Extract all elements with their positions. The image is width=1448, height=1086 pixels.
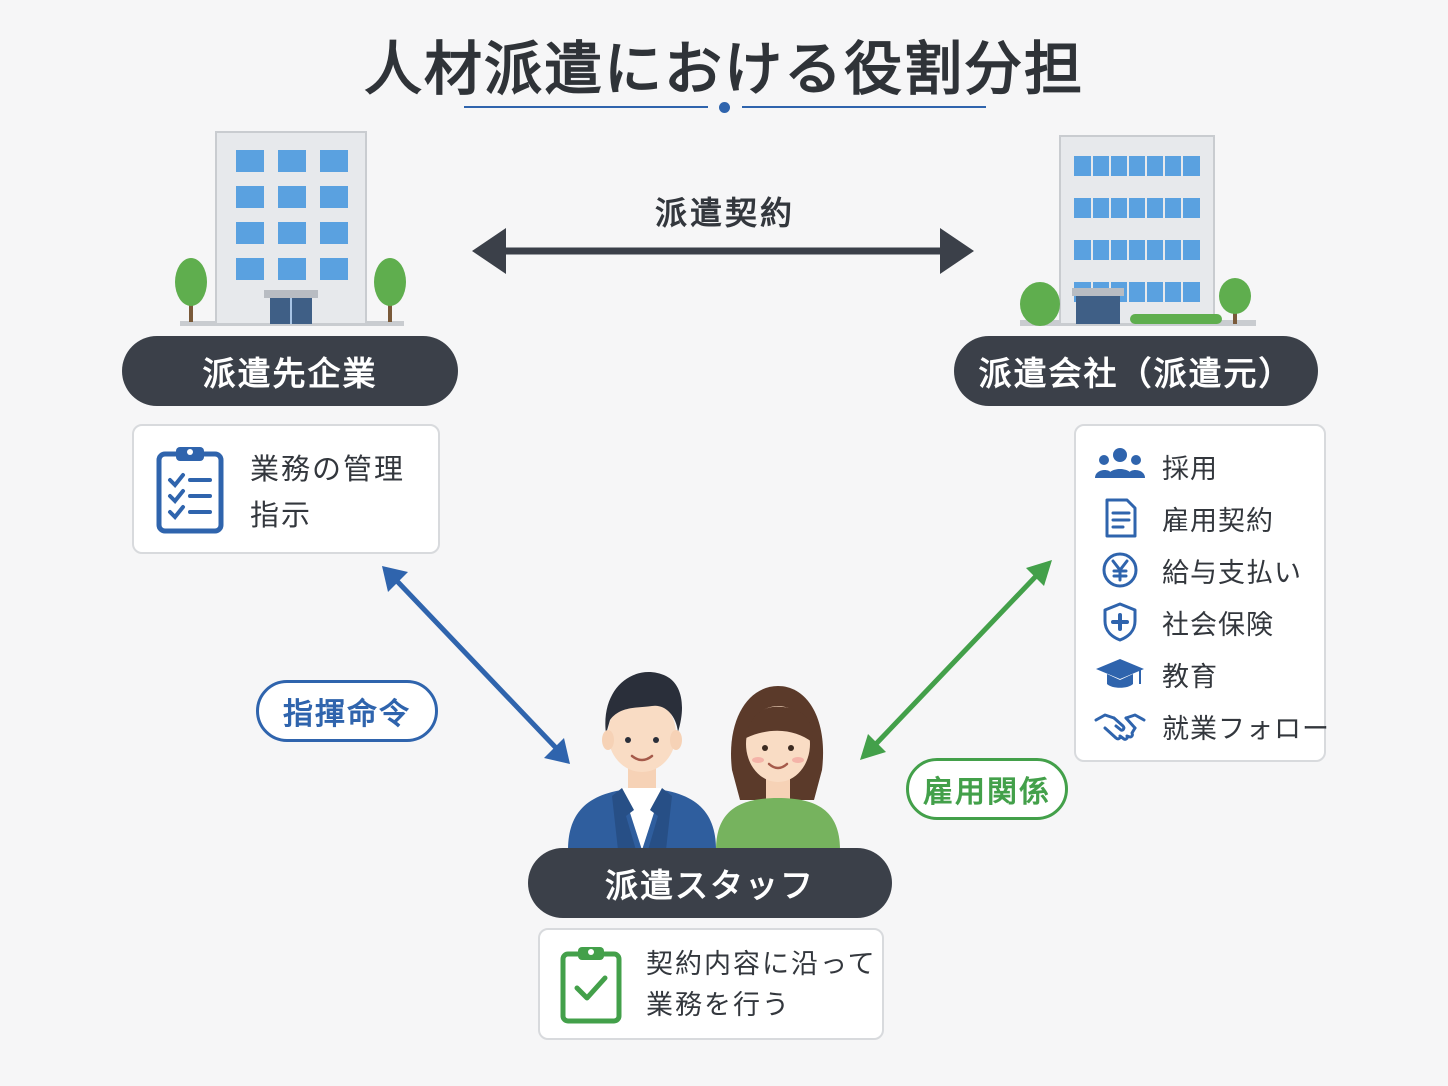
client-role-line-1: 業務の管理 — [250, 452, 406, 486]
employment-double-arrow — [860, 560, 1052, 760]
staff-role-line-1: 契約内容に沿って — [646, 949, 877, 980]
agency-building-icon — [1020, 135, 1256, 326]
agency-role-label: 社会保険 — [1162, 609, 1274, 641]
agency-role-label: 採用 — [1162, 453, 1218, 485]
client-role-line-2: 指示 — [250, 498, 313, 532]
graduation-cap-icon — [1096, 659, 1144, 688]
staff-role-card: 契約内容に沿って 業務を行う — [538, 928, 884, 1040]
agency-role-card — [1074, 424, 1326, 762]
agency-role-item: 採用 — [1094, 440, 1314, 492]
title-rule-right — [742, 106, 986, 108]
command-relation-tag: 指揮命令 — [256, 680, 438, 742]
staff-role-line-2: 業務を行う — [646, 990, 791, 1021]
agency-role-item: 就業フォロー — [1094, 700, 1329, 752]
client-name-pill: 派遣先企業 — [122, 336, 458, 406]
agency-role-label: 教育 — [1162, 661, 1218, 693]
agency-role-item: 雇用契約 — [1094, 492, 1314, 544]
contract-double-arrow — [472, 228, 974, 274]
employment-relation-tag: 雇用関係 — [906, 758, 1068, 820]
document-icon — [1105, 498, 1137, 538]
title-dot — [719, 102, 730, 113]
agency-role-label: 雇用契約 — [1162, 505, 1274, 537]
command-double-arrow — [382, 566, 570, 764]
yen-coin-icon — [1102, 552, 1138, 588]
page-title: 人材派遣における役割分担 — [363, 35, 1084, 103]
shield-plus-icon — [1103, 602, 1137, 642]
handshake-icon — [1094, 713, 1146, 741]
agency-role-list: 採用 雇用契約 給与支払い 社会保険 — [1094, 440, 1329, 752]
client-building-icon — [175, 131, 406, 326]
title-rule-left — [464, 106, 708, 108]
clipboard-check-icon — [560, 947, 622, 1024]
agency-name-pill: 派遣会社（派遣元） — [954, 336, 1318, 406]
agency-role-label: 就業フォロー — [1162, 713, 1330, 745]
staff-people-icon — [568, 672, 840, 850]
staff-name-pill: 派遣スタッフ — [528, 848, 892, 918]
agency-role-item: 教育 — [1094, 648, 1314, 700]
people-group-icon — [1095, 448, 1145, 478]
agency-role-item: 給与支払い — [1094, 544, 1314, 596]
agency-role-item: 社会保険 — [1094, 596, 1314, 648]
client-role-card: 業務の管理 指示 — [132, 424, 440, 554]
clipboard-checklist-icon — [156, 447, 224, 534]
agency-role-label: 給与支払い — [1162, 557, 1302, 589]
contract-label: 派遣契約 — [654, 194, 795, 232]
